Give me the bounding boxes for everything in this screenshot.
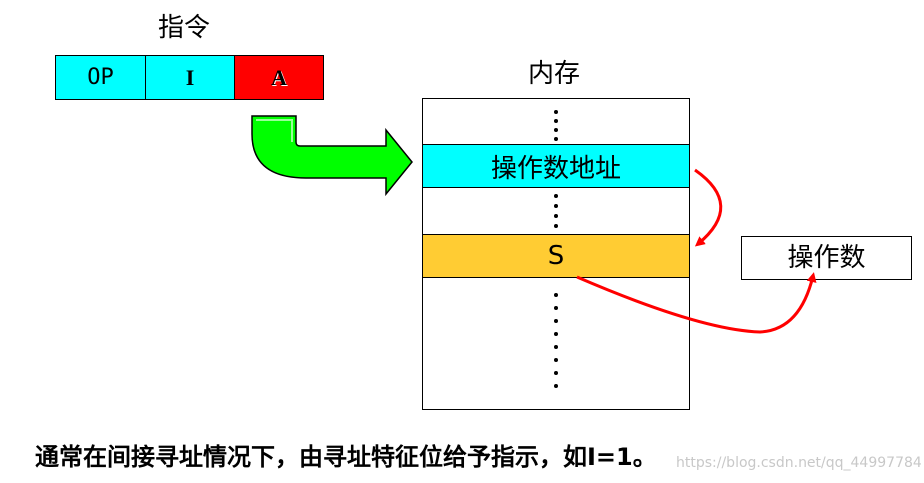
watermark: https://blog.csdn.net/qq_44997784 <box>676 455 922 471</box>
memory-title: 内存 <box>528 59 581 89</box>
instruction-format: OP I A <box>55 55 324 100</box>
arrow-s-to-operand <box>576 272 817 334</box>
memory-ellipsis <box>554 110 558 388</box>
op-field: OP <box>56 56 146 99</box>
instruction-title: 指令 <box>158 13 211 43</box>
green-arrow-icon <box>251 115 413 197</box>
a-field: A <box>235 56 323 99</box>
caption: 通常在间接寻址情况下，由寻址特征位给予指示，如I=1。 <box>35 443 657 471</box>
memory-row-s: S <box>423 234 689 278</box>
i-field: I <box>146 56 235 99</box>
operand-box: 操作数 <box>741 236 912 280</box>
memory-block: 操作数地址 S <box>422 98 690 410</box>
arrow-address-to-s <box>694 168 723 247</box>
memory-row-address: 操作数地址 <box>423 144 689 188</box>
